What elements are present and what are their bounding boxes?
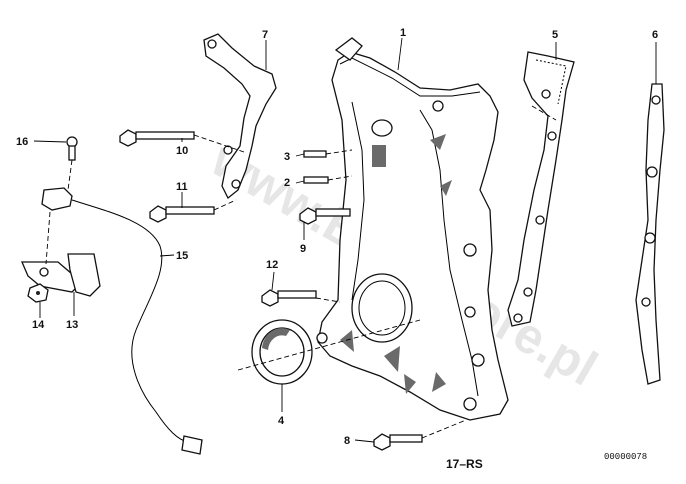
callout-14: 14 [32,319,45,331]
leader-lines [33,37,657,443]
screw-16 [66,136,78,161]
callout-9: 9 [300,243,306,255]
bolt-10 [119,129,195,147]
bracket-7 [203,33,277,200]
callout-13: 13 [66,319,78,331]
callout-3: 3 [284,151,290,163]
gasket-6 [635,83,665,385]
timing-case-cover [316,37,509,421]
callout-2: 2 [284,177,290,189]
bolt-12 [261,289,317,307]
bolt-8 [373,433,423,451]
gasket-5 [507,51,575,327]
sensor-holder-13 [21,253,101,297]
stud-2 [303,176,329,184]
callout-6: 6 [652,29,658,41]
callout-4: 4 [278,415,285,427]
callout-15: 15 [176,250,188,262]
reference-code: 00000078 [604,452,647,462]
nut-14 [27,283,49,303]
sensor-cable-15 [41,187,203,455]
callout-16: 16 [16,136,28,148]
bolt-9 [299,207,351,225]
callout-10: 10 [176,145,188,157]
stud-3 [303,150,327,158]
assembly-lines [45,105,557,439]
diagram-code: 17–RS [446,457,483,471]
callout-8: 8 [344,435,350,447]
bolt-11 [149,205,215,223]
callout-1: 1 [400,27,406,39]
callout-5: 5 [552,29,558,41]
callout-11: 11 [176,181,188,193]
callout-12: 12 [266,259,278,271]
callout-7: 7 [262,29,268,41]
